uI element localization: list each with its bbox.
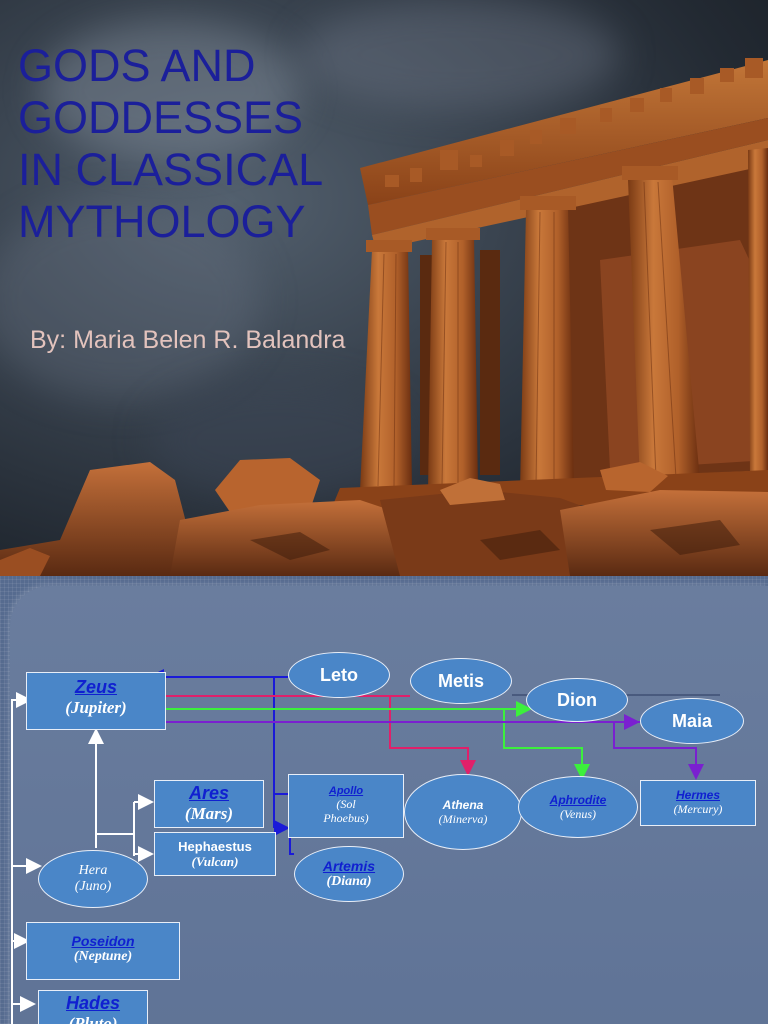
hermes-roman-name: (Mercury)	[673, 802, 723, 816]
aphrodite-link[interactable]: Aphrodite	[549, 792, 607, 807]
metis-label: Metis	[437, 670, 484, 691]
node-leto: Leto	[288, 652, 390, 698]
node-hephaestus: Hephaestus (Vulcan)	[154, 832, 276, 876]
cloud	[40, 20, 300, 160]
node-hades[interactable]: Hades (Pluto)	[38, 990, 148, 1024]
node-metis: Metis	[410, 658, 512, 704]
hephaestus-label: Hephaestus	[178, 839, 252, 854]
title-line: GODDESSES	[18, 92, 304, 143]
node-zeus[interactable]: Zeus (Jupiter)	[26, 672, 166, 730]
ares-link[interactable]: Ares	[188, 783, 230, 803]
artemis-roman-name: (Diana)	[326, 874, 372, 889]
node-ares[interactable]: Ares (Mars)	[154, 780, 264, 828]
title-line: GODS AND	[18, 40, 256, 91]
hephaestus-roman-name: (Vulcan)	[191, 854, 239, 869]
node-artemis[interactable]: Artemis (Diana)	[294, 846, 404, 902]
apollo-link[interactable]: Apollo	[328, 785, 364, 797]
connector-lines	[11, 669, 720, 1024]
node-hermes[interactable]: Hermes (Mercury)	[640, 780, 756, 826]
athena-label: Athena	[442, 797, 484, 812]
node-aphrodite[interactable]: Aphrodite (Venus)	[518, 776, 638, 838]
title-line: IN CLASSICAL	[18, 144, 324, 195]
hera-label: Hera	[78, 863, 108, 878]
cloud	[0, 200, 260, 400]
slide-title: GODS AND GODDESSES IN CLASSICAL MYTHOLOG…	[18, 40, 323, 248]
hades-link[interactable]: Hades	[65, 993, 121, 1013]
zeus-roman-name: (Jupiter)	[65, 698, 127, 717]
node-athena: Athena (Minerva)	[404, 774, 522, 850]
maia-label: Maia	[671, 710, 713, 731]
title-slide: GODS AND GODDESSES IN CLASSICAL MYTHOLOG…	[0, 0, 768, 576]
artemis-link[interactable]: Artemis	[322, 858, 376, 874]
node-hera: Hera (Juno)	[38, 850, 148, 908]
hermes-link[interactable]: Hermes	[675, 788, 721, 802]
family-tree-slide: Zeus (Jupiter) Leto Metis Dion Maia Ares…	[0, 576, 768, 1024]
ares-roman-name: (Mars)	[184, 804, 234, 823]
node-poseidon[interactable]: Poseidon (Neptune)	[26, 922, 180, 980]
node-dion: Dion	[526, 678, 628, 722]
parthenon-image	[0, 58, 768, 576]
poseidon-roman-name: (Neptune)	[73, 949, 133, 964]
athena-roman-name: (Minerva)	[438, 811, 488, 826]
hades-roman-name: (Pluto)	[68, 1014, 118, 1024]
node-apollo[interactable]: Apollo (Sol Phoebus)	[288, 774, 404, 838]
poseidon-link[interactable]: Poseidon	[71, 933, 135, 949]
node-maia: Maia	[640, 698, 744, 744]
aphrodite-roman-name: (Venus)	[560, 806, 596, 821]
cloud	[300, 0, 620, 110]
hera-roman-name: (Juno)	[74, 879, 112, 894]
title-line: MYTHOLOGY	[18, 196, 306, 247]
apollo-roman-line2: Phoebus)	[323, 811, 369, 825]
dion-label: Dion	[557, 689, 597, 710]
apollo-roman-line1: (Sol	[336, 797, 356, 811]
leto-label: Leto	[320, 664, 358, 685]
zeus-link[interactable]: Zeus	[74, 677, 117, 697]
author-byline: By: Maria Belen R. Balandra	[30, 326, 346, 354]
